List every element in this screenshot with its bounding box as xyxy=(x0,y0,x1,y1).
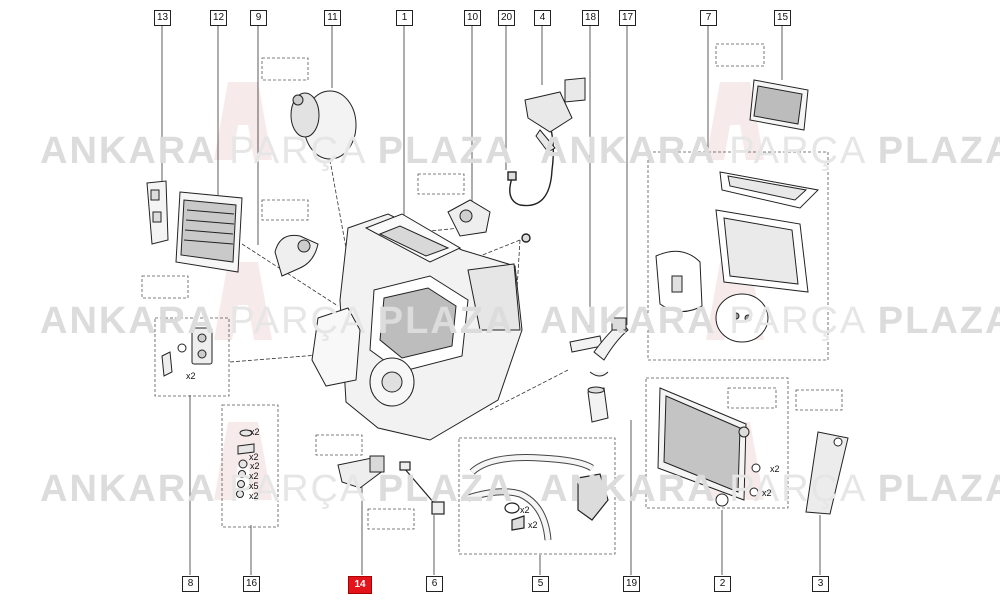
qty-label: x2 xyxy=(250,427,260,437)
callout-6[interactable]: 6 xyxy=(426,576,443,592)
part-1-hvac-unit xyxy=(311,213,523,441)
qty-label: x2 xyxy=(250,461,260,471)
callout-14-selected[interactable]: 14 xyxy=(348,576,372,594)
callout-10[interactable]: 10 xyxy=(464,10,481,26)
part-10-actuator xyxy=(447,199,491,237)
qty-label: x5 xyxy=(249,481,259,491)
part-4-harness xyxy=(524,77,586,153)
qty-label: x2 xyxy=(249,471,259,481)
part-16-fasteners xyxy=(236,429,255,498)
callout-16[interactable]: 16 xyxy=(243,576,260,592)
callout-3[interactable]: 3 xyxy=(812,576,829,592)
part-2-evaporator xyxy=(657,387,761,507)
qty-label: x2 xyxy=(770,464,780,474)
part-3-bracket xyxy=(805,431,849,515)
qty-label: x2 xyxy=(520,505,530,515)
callout-15[interactable]: 15 xyxy=(774,10,791,26)
qty-label: x2 xyxy=(528,520,538,530)
part-7-filter-kit xyxy=(655,171,820,343)
part-14-sensor xyxy=(337,455,385,489)
callout-19[interactable]: 19 xyxy=(623,576,640,592)
qty-label: x2 xyxy=(249,452,259,462)
callout-5[interactable]: 5 xyxy=(532,576,549,592)
callout-8[interactable]: 8 xyxy=(182,576,199,592)
part-12-heater-core xyxy=(175,191,243,273)
callout-1[interactable]: 1 xyxy=(396,10,413,26)
callout-4[interactable]: 4 xyxy=(534,10,551,26)
qty-label: x2 xyxy=(186,371,196,381)
part-11-blower-motor xyxy=(290,90,357,160)
callout-12[interactable]: 12 xyxy=(210,10,227,26)
part-9-actuator xyxy=(274,234,319,277)
part-5-hoses xyxy=(466,454,609,541)
callout-2[interactable]: 2 xyxy=(714,576,731,592)
part-18-17-pipes xyxy=(569,317,629,361)
callout-13[interactable]: 13 xyxy=(154,10,171,26)
part-19-pipe xyxy=(587,371,609,423)
qty-label: x2 xyxy=(249,491,259,501)
part-8-expansion-valve xyxy=(161,327,213,377)
callout-18[interactable]: 18 xyxy=(582,10,599,26)
part-15-cabin-filter xyxy=(749,79,809,131)
callout-9[interactable]: 9 xyxy=(250,10,267,26)
part-13-bracket xyxy=(146,180,169,245)
callout-7[interactable]: 7 xyxy=(700,10,717,26)
callout-11[interactable]: 11 xyxy=(324,10,341,26)
part-20-sensor-wire xyxy=(507,119,555,243)
group-boxes xyxy=(141,43,843,555)
part-6-probe xyxy=(399,461,445,515)
qty-label: x2 xyxy=(762,488,772,498)
leader-lines xyxy=(161,26,821,575)
callout-20[interactable]: 20 xyxy=(498,10,515,26)
callout-17[interactable]: 17 xyxy=(619,10,636,26)
